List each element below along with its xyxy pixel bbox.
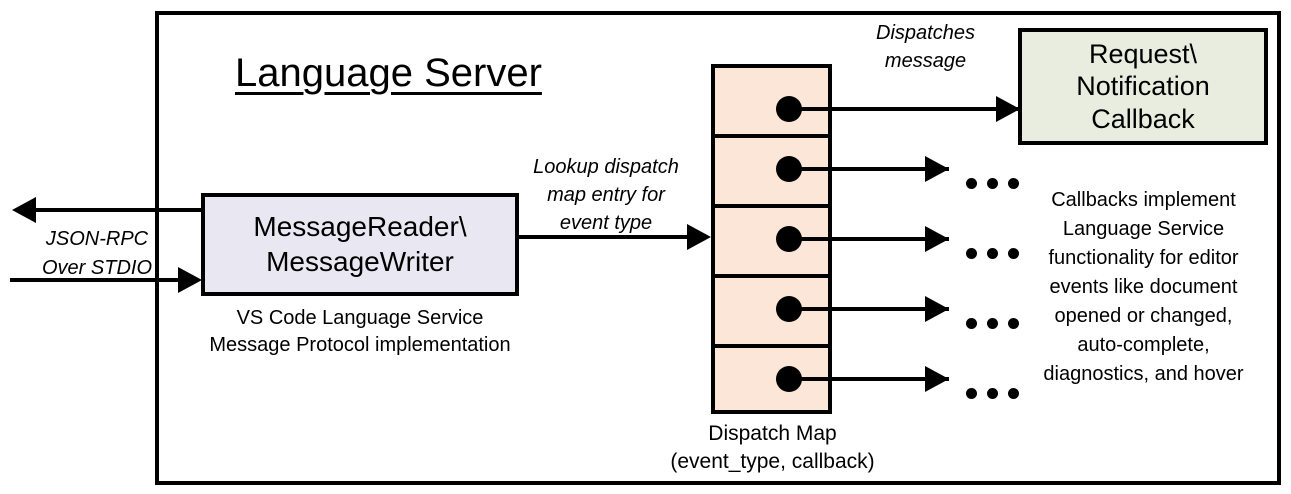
dispatch-row4-ellipsis-icon: [966, 301, 1029, 335]
lookup-label-line1: Lookup dispatch: [533, 156, 679, 178]
inbound-line: [10, 278, 194, 282]
lookup-line: [519, 235, 689, 239]
callback-description-line4: events like document: [1049, 276, 1238, 298]
page-title: Language Server: [235, 51, 542, 95]
dispatch-map-caption: Dispatch Map (event_type, callback): [635, 420, 910, 477]
dispatch-row4-arrowhead-icon: [925, 296, 949, 322]
dispatch-map-caption-line2: (event_type, callback): [670, 450, 875, 474]
table-row[interactable]: [715, 348, 828, 418]
dispatch-row4-line: [789, 307, 949, 311]
message-writer-line: MessageWriter: [266, 245, 454, 277]
dispatch-row1-line: [789, 107, 1019, 111]
callback-box-line1: Request\: [1088, 38, 1198, 69]
callback-description-line2: Language Service: [1062, 218, 1225, 240]
jsonrpc-label: JSON-RPC Over STDIO: [22, 225, 172, 283]
message-reader-writer-box[interactable]: MessageReader\ MessageWriter: [201, 193, 519, 296]
table-row[interactable]: [715, 208, 828, 278]
language-server-boundary: [155, 11, 1281, 485]
inbound-arrowhead-icon: [178, 267, 202, 293]
callback-box-line3: Callback: [1091, 103, 1195, 134]
dispatch-row1-arrowhead-icon: [996, 96, 1020, 122]
dispatch-map-caption-line1: Dispatch Map: [708, 422, 837, 445]
outbound-line: [36, 208, 204, 212]
dispatch-row2-line: [789, 167, 949, 171]
lookup-label-line2: map entry for: [547, 184, 665, 206]
dispatch-row3-line: [789, 237, 949, 241]
jsonrpc-label-line2: Over STDIO: [41, 257, 152, 279]
callback-description: Callbacks implement Language Service fun…: [1000, 186, 1287, 389]
table-row[interactable]: [715, 138, 828, 208]
dispatches-message-line1: Dispatches: [876, 22, 975, 44]
callback-description-line3: functionality for editor: [1048, 247, 1239, 269]
message-reader-line: MessageReader\: [253, 211, 467, 243]
message-reader-caption-line1: VS Code Language Service: [236, 307, 484, 329]
request-notification-callback-box[interactable]: Request\ Notification Callback: [1018, 28, 1268, 145]
outbound-arrowhead-icon: [12, 197, 36, 223]
dispatch-row5-ellipsis-icon: [966, 371, 1029, 405]
dispatch-row3-ellipsis-icon: [966, 231, 1029, 265]
dispatch-row2-arrowhead-icon: [925, 156, 949, 182]
dispatch-row2-ellipsis-icon: [966, 161, 1029, 195]
dispatches-message-label: Dispatches message: [838, 19, 1013, 75]
lookup-label-line3: event type: [559, 212, 653, 234]
table-row[interactable]: [715, 278, 828, 348]
dispatch-row5-arrowhead-icon: [925, 366, 949, 392]
lookup-arrowhead-icon: [687, 224, 711, 250]
message-reader-caption-line2: Message Protocol implementation: [209, 333, 511, 356]
table-row[interactable]: [715, 68, 828, 138]
dispatches-message-line2: message: [884, 50, 967, 72]
message-reader-caption: VS Code Language Service Message Protoco…: [190, 305, 530, 358]
callback-description-line6: auto-complete,: [1077, 334, 1210, 356]
lookup-label: Lookup dispatch map entry for event type: [513, 153, 699, 237]
dispatch-row5-line: [789, 377, 949, 381]
callback-description-line5: opened or changed,: [1054, 305, 1233, 327]
jsonrpc-label-line1: JSON-RPC: [45, 228, 149, 250]
callback-description-line7: diagnostics, and hover: [1043, 363, 1244, 385]
dispatch-row3-arrowhead-icon: [925, 226, 949, 252]
callback-box-line2: Notification: [1076, 71, 1210, 102]
callback-description-line1: Callbacks implement: [1051, 189, 1236, 211]
